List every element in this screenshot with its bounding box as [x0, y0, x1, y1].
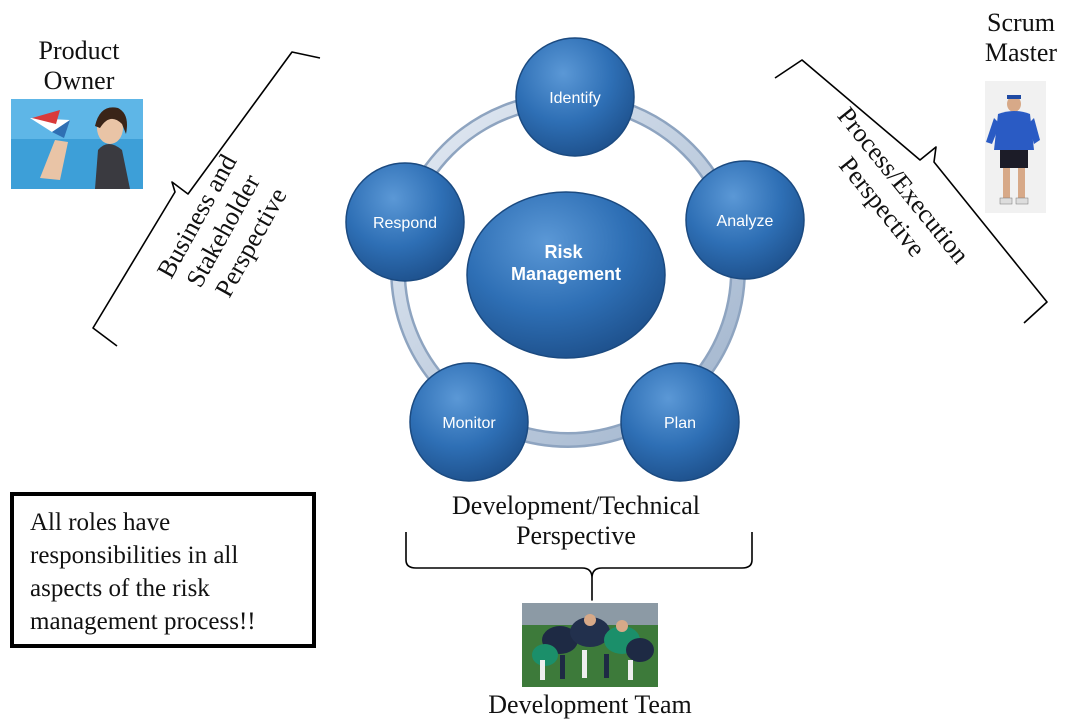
- development-team-label: Development Team: [488, 690, 692, 719]
- step-respond: Respond: [345, 162, 465, 282]
- scrum-master-photo: [985, 81, 1046, 213]
- step-monitor: Monitor: [409, 362, 529, 482]
- technical-bracket: [405, 532, 753, 601]
- step-identify-label: Identify: [549, 90, 601, 107]
- responsibility-note: All roles have responsibilities in all a…: [10, 492, 316, 648]
- step-plan: Plan: [620, 362, 740, 482]
- step-analyze: Analyze: [685, 160, 805, 280]
- business-perspective-label: Business and Stakeholder Perspective: [151, 144, 298, 312]
- center-node: [466, 191, 666, 359]
- step-identify: Identify: [515, 37, 635, 157]
- step-plan-label: Plan: [664, 415, 696, 432]
- step-analyze-label: Analyze: [717, 213, 774, 230]
- product-owner-photo: [11, 99, 143, 189]
- technical-perspective-label: Development/Technical Perspective: [452, 491, 700, 550]
- center-node-label: Risk Management: [511, 242, 621, 284]
- process-bracket: [774, 59, 1048, 324]
- step-monitor-label: Monitor: [442, 415, 496, 432]
- business-bracket: [92, 51, 321, 347]
- scrum-master-label: Scrum Master: [984, 8, 1058, 67]
- product-owner-label: Product Owner: [38, 36, 120, 95]
- process-perspective-label: Process/Execution Perspective: [808, 102, 979, 293]
- development-team-photo: [522, 603, 658, 687]
- step-respond-label: Respond: [373, 215, 437, 232]
